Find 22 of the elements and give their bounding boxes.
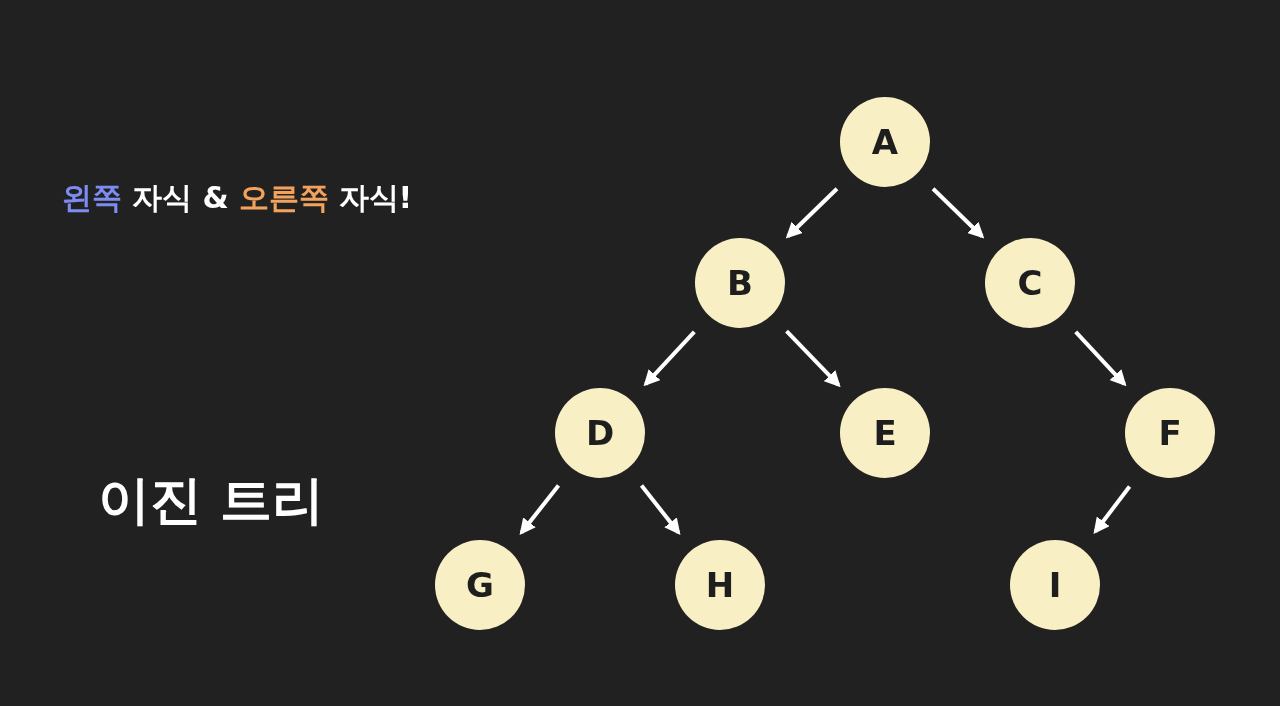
tree-node-circle: I [1010,540,1100,630]
title: 이진 트리 [98,469,325,532]
tree-node-circle: E [840,388,930,478]
arrow [1074,330,1127,387]
tree-node-circle: D [555,388,645,478]
tree-node-circle: G [435,540,525,630]
heading-text: 왼쪽 [62,180,122,215]
tree-node-circle: C [985,238,1075,328]
arrow [639,484,681,535]
arrow [931,187,985,239]
heading-text: 자식 & [132,180,229,215]
arrow [643,330,696,387]
arrow [785,187,839,239]
heading-text: 오른쪽 [238,180,329,215]
arrow [519,484,561,535]
tree-node-circle: B [695,238,785,328]
tree-node-circle: H [675,540,765,630]
tree-node-circle: A [840,97,930,187]
arrow [785,329,841,388]
tree-node-circle: F [1125,388,1215,478]
heading-text: 자식! [338,180,413,215]
arrow [1093,485,1132,535]
